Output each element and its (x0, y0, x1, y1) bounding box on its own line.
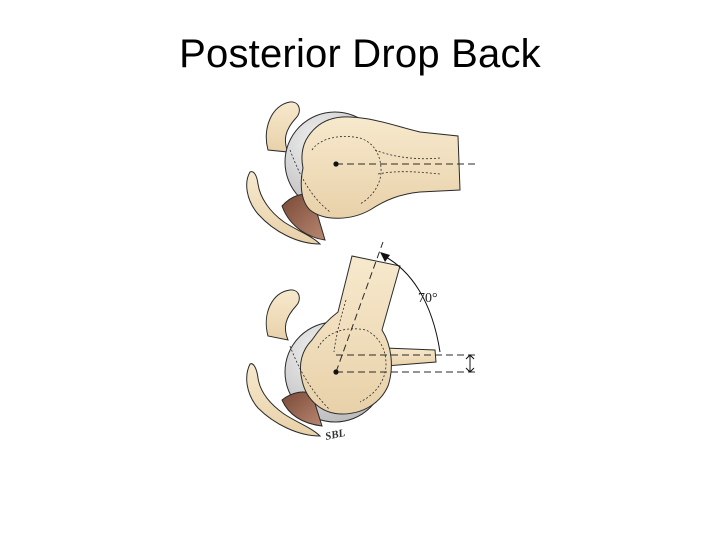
top-center-point (333, 161, 339, 167)
bottom-glenoid-curve (246, 363, 322, 437)
bottom-acromion (265, 289, 300, 341)
top-acromion (265, 101, 300, 153)
bottom-center-point (333, 369, 339, 375)
angle-label: 70° (418, 291, 438, 306)
bottom-bone-shaft (299, 255, 401, 415)
bottom-shoulder-figure: 70° SBL (246, 241, 478, 443)
bottom-small-projection (384, 347, 437, 367)
top-bone-shaft (300, 116, 461, 219)
artist-signature: SBL (324, 427, 347, 443)
top-shoulder-figure (246, 101, 478, 245)
angle-arc (383, 255, 441, 353)
slide-title: Posterior Drop Back (179, 32, 541, 76)
top-glenoid-curve (246, 171, 322, 245)
bottom-tilted-axis-line (335, 241, 384, 373)
angle-arrowhead (380, 252, 390, 262)
